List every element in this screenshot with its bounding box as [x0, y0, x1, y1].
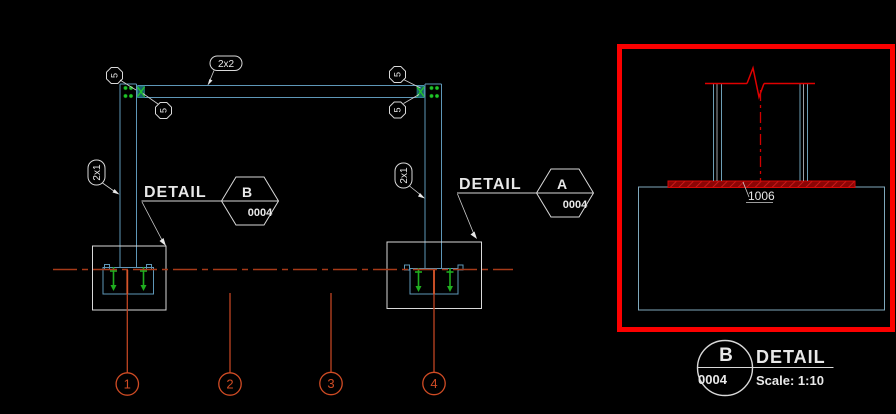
grid-axes[interactable] [126, 270, 435, 373]
balloon-5-bottom-left[interactable]: 5 [142, 93, 172, 119]
balloon-label: 5 [393, 107, 403, 112]
column-size-label-right[interactable]: 2x1 [394, 162, 425, 199]
anchor-bolt-right-1-icon [415, 268, 422, 292]
grid-number: 4 [430, 376, 437, 391]
anchor-bolt-left-1-icon [110, 267, 117, 291]
anchor-bolt-left-2-icon [140, 267, 147, 291]
grid-bubble-1[interactable]: 1 [115, 372, 140, 396]
column-size-text: 2x1 [92, 164, 103, 181]
bolt-group-left-icon [123, 85, 134, 99]
grid-bubble-3[interactable]: 3 [319, 371, 343, 396]
beam-size-label[interactable]: 2x2 [207, 55, 243, 86]
detail-base-plate[interactable] [667, 180, 856, 188]
detail-b-callout[interactable]: DETAIL B 0004 [141, 176, 280, 246]
frame-column-left[interactable] [119, 83, 137, 268]
grid-bubble-2[interactable]: 2 [218, 372, 242, 396]
anchor-bolt-right-2-icon [446, 268, 454, 292]
title-block-title: DETAIL [756, 347, 826, 367]
detail-a-letter: A [557, 176, 567, 192]
grid-number: 3 [327, 376, 334, 391]
detail-b-letter: B [242, 184, 252, 200]
title-block-scale: Scale: 1:10 [756, 373, 824, 388]
title-block-sheet: 0004 [698, 372, 728, 387]
balloon-5-top-left[interactable]: 5 [106, 67, 137, 91]
balloon-label: 5 [110, 73, 120, 78]
bolt-group-right-icon [429, 85, 440, 99]
grid-number: 2 [226, 377, 233, 392]
balloon-label: 5 [159, 108, 169, 113]
footing-left[interactable] [92, 245, 167, 311]
viewport-border[interactable] [617, 44, 895, 332]
steel-frame[interactable] [119, 83, 442, 268]
frame-column-right[interactable] [424, 83, 442, 268]
detail-b-title: DETAIL [144, 184, 207, 201]
bolt-x-marker-left-icon [136, 86, 146, 97]
detail-a-callout[interactable]: DETAIL A 0004 [457, 168, 595, 239]
connection-left[interactable] [123, 85, 146, 99]
detail-viewport[interactable]: 1006 [617, 44, 895, 332]
detail-break-line[interactable] [705, 65, 815, 100]
detail-a-sheet: 0004 [563, 199, 588, 211]
balloon-label: 5 [393, 72, 403, 77]
title-block-letter: B [719, 345, 733, 366]
beam-size-text: 2x2 [218, 59, 235, 70]
column-size-label-left[interactable]: 2x1 [87, 159, 120, 195]
grid-bubble-4[interactable]: 4 [422, 371, 446, 396]
plate-mark-text: 1006 [748, 189, 775, 203]
balloon-5-top-right[interactable]: 5 [389, 66, 421, 89]
plate-mark-callout[interactable]: 1006 [742, 181, 775, 203]
detail-b-sheet: 0004 [248, 207, 273, 219]
detail-title-block[interactable]: B 0004 DETAIL Scale: 1:10 [696, 339, 834, 397]
detail-column[interactable] [713, 84, 808, 181]
grid-number: 1 [124, 377, 131, 392]
detail-foundation[interactable] [638, 186, 885, 311]
balloon-5-bottom-right[interactable]: 5 [389, 94, 420, 119]
column-size-text: 2x1 [399, 167, 410, 184]
detail-a-title: DETAIL [459, 176, 522, 193]
frame-beam[interactable] [137, 85, 425, 98]
